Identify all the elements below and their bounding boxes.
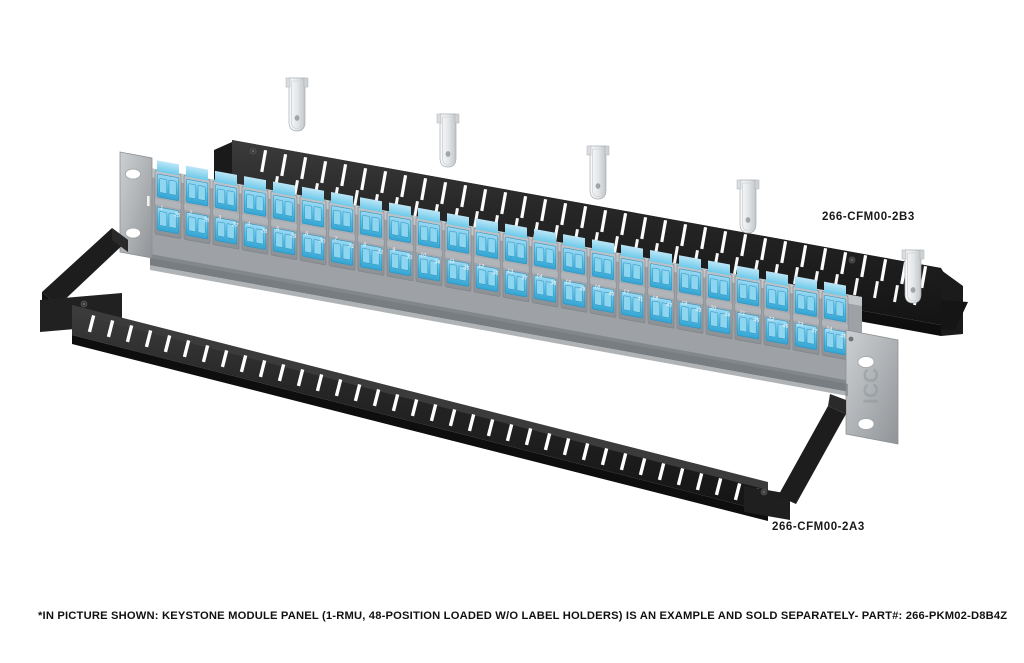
callout-label-front-bar: 266-CFM00-2A3 [772, 521, 865, 533]
front-bar-vent-slots [87, 314, 761, 506]
svg-text:44: 44 [724, 312, 731, 319]
svg-text:41: 41 [637, 296, 644, 303]
svg-text:10: 10 [420, 252, 427, 259]
svg-text:8: 8 [363, 242, 367, 248]
svg-text:7: 7 [334, 236, 338, 242]
svg-text:21: 21 [739, 310, 746, 317]
svg-text:32: 32 [377, 249, 384, 256]
callout-label-rear-bar: 266-CFM00-2B3 [822, 211, 915, 223]
svg-text:11: 11 [449, 258, 456, 265]
cable-management-clip [736, 179, 760, 234]
left-mounting-bracket [119, 151, 153, 259]
cable-management-clip [586, 145, 610, 200]
svg-text:19: 19 [681, 300, 688, 307]
svg-text:9: 9 [392, 247, 396, 253]
svg-text:35: 35 [463, 265, 470, 272]
svg-text:1: 1 [160, 205, 164, 211]
svg-text:17: 17 [623, 289, 630, 296]
cable-management-clip [285, 77, 309, 132]
svg-text:47: 47 [811, 328, 818, 335]
svg-text:43: 43 [695, 307, 702, 314]
svg-text:46: 46 [782, 323, 789, 330]
keystone-module-panel: 1 2 3 4 5 6 7 8 9 10 11 12 13 14 15 16 1… [119, 151, 899, 445]
front-cable-management-bar [40, 228, 846, 521]
adapter-top-caps [157, 160, 846, 297]
cable-management-clip [901, 249, 925, 304]
svg-text:18: 18 [652, 295, 659, 302]
svg-text:38: 38 [550, 280, 557, 287]
svg-text:5: 5 [276, 226, 280, 232]
svg-text:27: 27 [232, 222, 239, 229]
cable-management-clip [436, 113, 460, 168]
rear-bar-horizontal-slots [374, 154, 844, 242]
svg-text:48: 48 [840, 333, 847, 340]
svg-text:20: 20 [710, 305, 717, 312]
port-numbers-bottom-row: 25 26 27 28 29 30 31 32 33 34 35 36 37 3… [174, 212, 847, 340]
svg-text:16: 16 [594, 284, 601, 291]
svg-text:2: 2 [189, 210, 193, 216]
svg-text:ICC: ICC [860, 368, 883, 404]
svg-text:3: 3 [218, 215, 222, 221]
svg-text:24: 24 [826, 326, 833, 333]
svg-text:34: 34 [434, 259, 441, 266]
svg-text:6: 6 [305, 231, 309, 237]
brand-logo: ICC [860, 368, 883, 404]
svg-text:28: 28 [261, 228, 268, 235]
svg-text:45: 45 [753, 317, 760, 324]
svg-text:13: 13 [507, 268, 514, 275]
svg-text:26: 26 [203, 217, 210, 224]
svg-text:12: 12 [478, 263, 485, 270]
svg-text:4: 4 [247, 221, 251, 227]
rear-bar-vent-slots [260, 150, 928, 306]
svg-text:22: 22 [768, 316, 775, 323]
svg-text:36: 36 [492, 270, 499, 277]
svg-text:31: 31 [348, 243, 355, 250]
svg-text:23: 23 [797, 321, 804, 328]
svg-text:25: 25 [174, 212, 181, 219]
svg-text:42: 42 [666, 302, 673, 309]
svg-text:29: 29 [290, 233, 297, 240]
svg-text:37: 37 [521, 275, 528, 282]
right-mounting-bracket: ICC [845, 329, 899, 445]
svg-text:15: 15 [565, 279, 572, 286]
footnote-text: *IN PICTURE SHOWN: KEYSTONE MODULE PANEL… [38, 610, 1008, 622]
svg-text:39: 39 [579, 286, 586, 293]
svg-text:40: 40 [608, 291, 615, 298]
port-numbers-top-row: 1 2 3 4 5 6 7 8 9 10 11 12 13 14 15 16 1… [160, 205, 833, 333]
svg-text:14: 14 [536, 273, 543, 280]
svg-text:33: 33 [406, 254, 413, 261]
svg-text:30: 30 [319, 238, 326, 245]
rear-bar-screws [249, 147, 856, 264]
